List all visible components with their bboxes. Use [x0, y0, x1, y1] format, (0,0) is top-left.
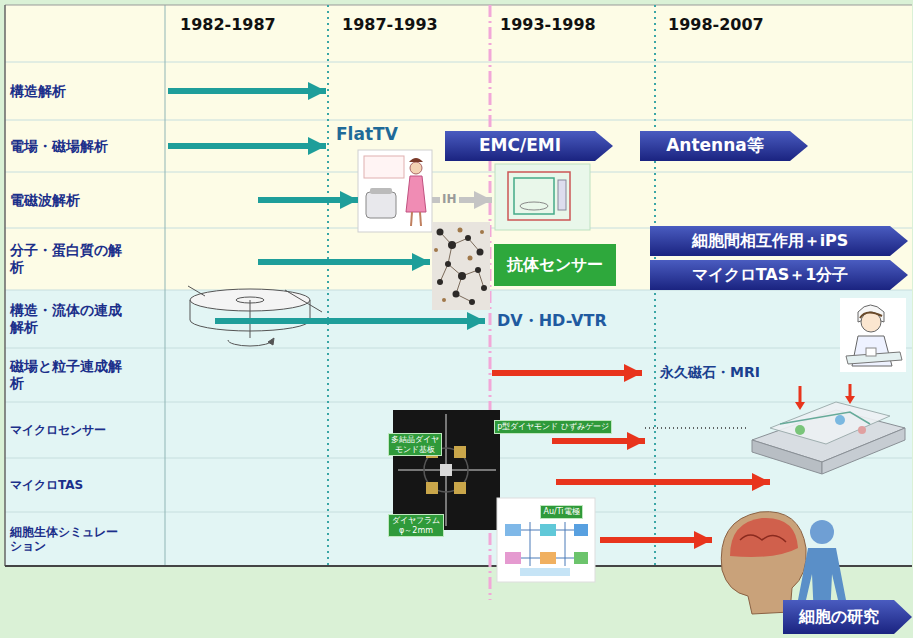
period-header: 1987-1993 — [342, 15, 438, 34]
arrow-band: 細胞間相互作用＋iPS — [650, 226, 908, 256]
arrow-band: EMC/EMI — [445, 131, 613, 161]
ih-illustration — [358, 150, 432, 232]
molecule-illustration — [432, 222, 490, 310]
node-text: Au/Ti電極 — [543, 507, 579, 516]
nurse-illustration — [840, 298, 906, 372]
period-header: 1993-1998 — [500, 15, 596, 34]
row-label: 構造・流体の連成解析 — [10, 290, 128, 348]
row-label: マイクロセンサー — [10, 402, 128, 458]
column-line — [165, 5, 166, 566]
row-label: 電場・磁場解析 — [10, 120, 128, 172]
node-text: ダイヤフラム φ～2mm — [391, 516, 441, 534]
row-label: 電磁波解析 — [10, 172, 128, 228]
node-text: EMC/EMI — [479, 136, 561, 156]
product-label: FlatTV — [336, 124, 398, 144]
circuit-illustration — [497, 498, 595, 582]
microtas-chip — [752, 384, 905, 474]
row-label: 分子・蛋白質の解析 — [10, 228, 128, 290]
row-label: マイクロTAS — [10, 458, 128, 512]
arrow-band: マイクロTAS＋1分子 — [650, 260, 908, 290]
photo-tag: 多結晶ダイヤモンド基板 — [388, 433, 442, 456]
diamond-sensor-photo — [393, 410, 500, 530]
lower-rows — [5, 290, 912, 566]
photo-tag: Au/Ti電極 — [540, 505, 583, 519]
row-label: 磁場と粒子連成解析 — [10, 348, 128, 402]
node-text: 多結晶ダイヤモンド基板 — [391, 435, 439, 453]
arrow-label: IH — [440, 192, 459, 206]
product-label: 永久磁石・MRI — [660, 364, 760, 381]
period-header: 1982-1987 — [180, 15, 276, 34]
row-label: 細胞生体シミュレーション — [10, 512, 128, 566]
arrow-band: Antenna等 — [640, 131, 808, 161]
period-header: 1998-2007 — [668, 15, 764, 34]
node-text: 細胞の研究 — [799, 608, 879, 626]
disk-illustration — [188, 286, 322, 346]
node-text: マイクロTAS＋1分子 — [692, 266, 849, 284]
photo-tag: ダイヤフラム φ～2mm — [388, 514, 444, 537]
node-text: 抗体センサー — [507, 256, 603, 274]
table-border — [4, 5, 6, 566]
dotted-leader — [645, 427, 748, 429]
table-border — [5, 5, 912, 6]
microwave-illustration — [495, 164, 590, 230]
node-text: 細胞間相互作用＋iPS — [692, 232, 849, 250]
green-box: 抗体センサー — [494, 244, 616, 286]
product-label: DV・HD-VTR — [497, 311, 607, 330]
node-text: p型ダイヤモンド ひずみゲージ — [497, 422, 609, 431]
arrow-band: 細胞の研究 — [783, 600, 912, 634]
row-label: 構造解析 — [10, 62, 128, 120]
period-divider — [327, 5, 329, 566]
photo-tag: p型ダイヤモンド ひずみゲージ — [494, 420, 612, 434]
node-text: Antenna等 — [666, 136, 764, 156]
